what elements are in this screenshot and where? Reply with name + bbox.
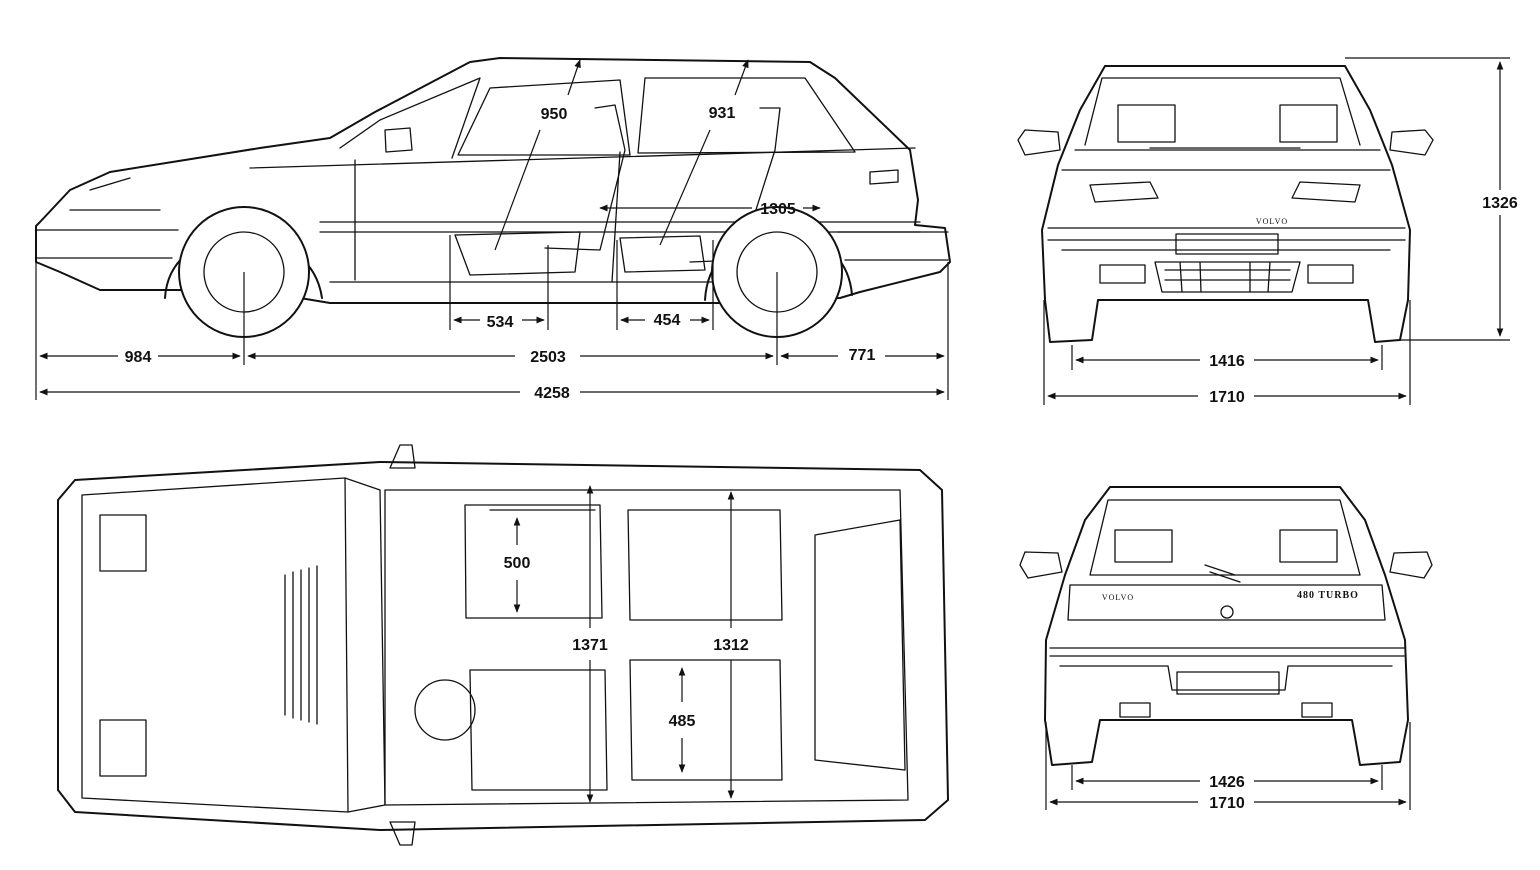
front-mirror-right [1389,129,1434,156]
front-plate [1175,233,1279,255]
top-windshield [344,477,386,813]
rear-view: VOLVO 480 TURBO 1426 1710 [1019,486,1433,812]
rear-mirror-right [1389,551,1433,579]
top-rear-seat-1 [627,509,783,621]
front-windshield [1084,77,1361,146]
rear-bumper-lines [1049,647,1405,691]
rear-reflector-left [1119,702,1151,718]
dim-height: 1326 [1482,195,1518,212]
top-roof [384,489,909,806]
dim-rear-seat-485: 485 [669,713,696,730]
rear-seat-right [1279,529,1338,563]
side-front-window [457,79,631,156]
top-dimension-lines [513,485,735,803]
side-mirror [384,127,413,153]
top-mirror-bottom [389,821,416,846]
rear-badge-right: 480 TURBO [1297,590,1359,601]
rear-reflector-right [1301,702,1333,718]
dim-rear-overhang: 771 [849,347,876,364]
top-headlamp-left [99,514,147,572]
side-tail-lamp [869,169,899,185]
top-hood [81,477,349,813]
dim-front-width: 1710 [1209,389,1245,406]
side-trim-strip [319,221,921,233]
dim-seat-500: 500 [504,555,531,572]
rear-tailgate [1067,584,1386,621]
front-headlamp-right [1291,181,1361,203]
rear-plate [1176,671,1280,695]
rear-lock [1220,605,1234,619]
top-steering-wheel [414,679,476,741]
side-beltline [249,147,916,169]
side-headlamp [69,177,161,211]
front-view: VOLVO 1326 1416 1710 [1017,57,1518,406]
dim-rear-width: 1710 [1209,795,1245,812]
rear-seat-left [1114,529,1173,563]
rear-wiper [1204,564,1241,583]
top-hood-vents [284,565,318,725]
top-mirror-top [389,444,416,469]
dim-rear-width-1312: 1312 [713,637,749,654]
front-dimension-lines [1043,57,1510,405]
rear-badge-left: VOLVO [1102,593,1134,602]
top-front-seat-1 [464,504,603,619]
dim-wheelbase: 2503 [530,349,566,366]
front-grille [1154,261,1301,293]
top-view: 500 1371 1312 485 [57,444,949,846]
front-hood [1061,147,1391,171]
side-body-outline [35,57,951,304]
side-dimension-lines [35,59,949,400]
dim-rear-track: 1426 [1209,774,1245,791]
front-body-outline [1041,65,1411,343]
top-rear-seat-2 [629,659,783,781]
dim-front-width-1371: 1371 [572,637,608,654]
rear-window [1089,499,1361,576]
dim-front-overhang: 984 [125,349,152,366]
dim-front-headroom: 950 [541,106,568,123]
dim-overall-length: 4258 [534,385,570,402]
side-bumper-front [35,229,179,259]
top-body-outline [57,461,949,831]
front-headlamp-left [1089,181,1159,203]
top-headlamp-right [99,719,147,777]
dim-interior-1305: 1305 [760,201,796,218]
side-door-line [354,151,621,283]
front-seat-right [1279,104,1338,143]
top-front-seat-2 [469,669,608,791]
side-rear-window [637,77,856,154]
front-badge: VOLVO [1256,217,1288,226]
side-windshield [339,77,481,159]
dim-front-seat-534: 534 [487,314,514,331]
front-bumper [1047,227,1406,251]
side-bumper-rear [837,231,949,261]
rear-dimension-lines [1045,722,1411,810]
dim-rear-seat-454: 454 [654,312,681,329]
rear-body-outline [1044,486,1409,766]
front-mirror-left [1017,129,1061,156]
front-fog-left [1099,264,1146,284]
side-view: 984 2503 771 4258 950 931 1305 534 454 [35,57,951,402]
front-fog-right [1307,264,1354,284]
side-seat-front [454,104,626,276]
dim-rear-headroom: 931 [709,105,736,122]
top-cargo [814,519,906,771]
rear-mirror-left [1019,551,1063,579]
dim-front-track: 1416 [1209,353,1245,370]
front-seat-left [1117,104,1176,143]
